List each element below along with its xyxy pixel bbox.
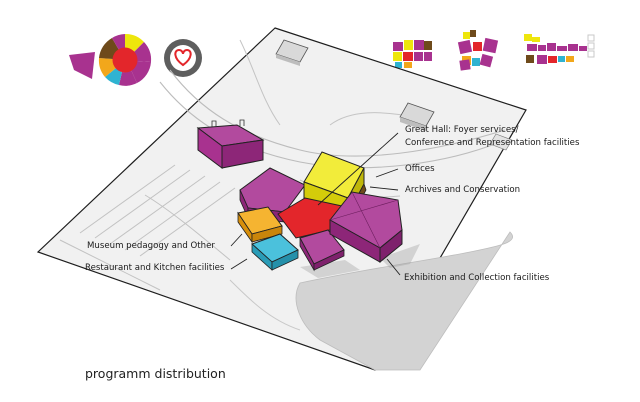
diagram-caption: programm distribution: [85, 366, 226, 381]
program-ring-icon: [98, 33, 152, 86]
program-block-bars-icon: [524, 34, 595, 64]
label-offices: Offices: [405, 164, 435, 174]
program-block-cluster-icon: [457, 30, 499, 71]
label-museum-pedagogy: Museum pedagogy and Other: [87, 241, 215, 251]
label-restaurant: Restaurant and Kitchen facilities: [85, 263, 225, 273]
program-block-grid-icon: [393, 40, 432, 68]
legend-icons: [69, 33, 202, 86]
annex-building: [196, 119, 265, 169]
label-archives: Archives and Conservation: [405, 185, 521, 195]
heart-icon: [164, 39, 202, 77]
leader-lines: [230, 132, 401, 276]
magenta-flag-icon: [69, 52, 95, 79]
museum-cluster: [237, 151, 420, 278]
label-exhibition: Exhibition and Collection facilities: [404, 273, 550, 283]
label-great-hall: Great Hall: Foyer services/ Conference a…: [405, 125, 580, 148]
